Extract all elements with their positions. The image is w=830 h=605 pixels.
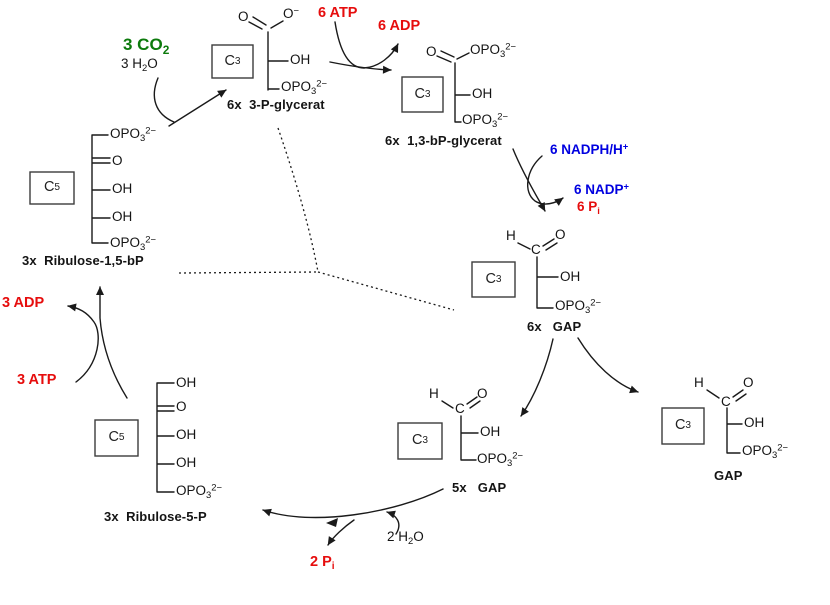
r5p-skeleton	[156, 382, 175, 493]
gap6-opo3: OPO32−	[555, 297, 602, 317]
bpg-skeleton	[436, 50, 471, 123]
dotted-from-rubp	[178, 271, 319, 274]
r5p-opo3: OPO32−	[176, 482, 223, 502]
arrow-bpg-to-gap	[512, 148, 546, 212]
gap6-c: C	[531, 242, 541, 257]
carbon-count-boxes	[29, 44, 705, 460]
gap5-oh: OH	[480, 424, 501, 439]
atp6-cofactor-curve	[334, 21, 399, 69]
pg-opo3: OPO32−	[281, 78, 328, 98]
pg-skeleton	[248, 16, 289, 91]
r5p-oh-top: OH	[176, 375, 197, 390]
dotted-to-gap	[317, 271, 455, 311]
r5p-keto-o: O	[176, 399, 187, 414]
gap1-skeleton	[706, 389, 747, 454]
pi2-label: 2 Pi	[310, 554, 335, 573]
atp6-label: 6 ATP	[318, 5, 358, 21]
gap5-opo3: OPO32−	[477, 450, 524, 470]
dotted-guides	[178, 127, 455, 311]
atp3-cofactor-curve	[67, 303, 99, 383]
gap1-oh: OH	[744, 415, 765, 430]
c5-box-rubp	[29, 171, 75, 205]
dotted-from-pg	[277, 127, 319, 273]
arrow-gap5-to-r5p	[262, 488, 444, 519]
gap5-h: H	[429, 386, 439, 401]
gap5-skeleton	[441, 396, 481, 461]
r5p-oh-2: OH	[176, 427, 197, 442]
gap6-h: H	[506, 228, 516, 243]
rubp-oh-2: OH	[112, 209, 133, 224]
gap5-o: O	[477, 386, 488, 401]
co2-entry-curve	[153, 77, 175, 123]
h2o-top-label: 3 H2O	[121, 56, 158, 75]
bpg-name: 6x 1,3-bP-glycerat	[385, 133, 502, 148]
pg-carboxyl-o: O	[238, 9, 249, 24]
reaction-arrows	[67, 21, 639, 546]
bond-lines	[91, 16, 747, 493]
nadph-cofactor-curve	[527, 155, 564, 206]
rubp-name: 3x Ribulose-1,5-bP	[22, 253, 144, 268]
pg-carboxyl-o-minus: O−	[283, 5, 300, 21]
c5-box-r5p	[94, 419, 139, 457]
pi-exit-curve	[327, 519, 355, 546]
arrow-r5p-to-rubp	[96, 286, 128, 399]
c3-box-gap1	[661, 407, 705, 445]
r5p-oh-3: OH	[176, 455, 197, 470]
gap1-h: H	[694, 375, 704, 390]
pg-name: 6x 3-P-glycerat	[227, 97, 325, 112]
arrow-rubp-to-pg	[168, 89, 227, 127]
nadph-label: 6 NADPH/H+	[550, 141, 629, 157]
c3-box-gap6	[471, 261, 516, 298]
bpg-opo3-top: OPO32−	[470, 41, 517, 61]
gap6-o: O	[555, 227, 566, 242]
r5p-name: 3x Ribulose-5-P	[104, 509, 207, 524]
gap5-name: 5x GAP	[452, 480, 507, 495]
atp3-label: 3 ATP	[17, 372, 57, 388]
pg-oh: OH	[290, 52, 311, 67]
arrow-gap6-to-gap1	[577, 337, 639, 394]
arrow-gap6-to-gap5	[520, 338, 554, 417]
rubp-oh-1: OH	[112, 181, 133, 196]
rubp-opo3-top: OPO32−	[110, 125, 157, 145]
bpg-carbonyl-o: O	[426, 44, 437, 59]
bpg-opo3: OPO32−	[462, 111, 509, 131]
h2o-bottom-label: 2 H2O	[387, 529, 424, 548]
rubp-keto-o: O	[112, 153, 123, 168]
adp3-label: 3 ADP	[2, 295, 45, 311]
gap6-name: 6x GAP	[527, 319, 582, 334]
rubp-opo3-bottom: OPO32−	[110, 234, 157, 254]
arrow-pg-to-bpg	[329, 61, 392, 74]
h2o-entry-curve	[386, 510, 400, 535]
gap1-o: O	[743, 375, 754, 390]
c3-box-bpg	[401, 76, 444, 113]
gap1-c: C	[721, 394, 731, 409]
nadp-label: 6 NADP+	[574, 181, 630, 197]
co2-label: 3 CO2	[123, 35, 170, 57]
pi6-label: 6 Pi	[577, 199, 600, 218]
gap6-oh: OH	[560, 269, 581, 284]
gap1-opo3: OPO32−	[742, 442, 789, 462]
c3-box-gap5	[397, 422, 443, 460]
gap1-name: GAP	[714, 468, 743, 483]
mid-arrowhead	[326, 518, 338, 527]
rubp-skeleton	[91, 134, 111, 244]
gap6-skeleton	[517, 238, 559, 309]
adp6-label: 6 ADP	[378, 18, 421, 34]
c3-box-pg	[211, 44, 254, 79]
gap5-c: C	[455, 401, 465, 416]
bpg-oh: OH	[472, 86, 493, 101]
